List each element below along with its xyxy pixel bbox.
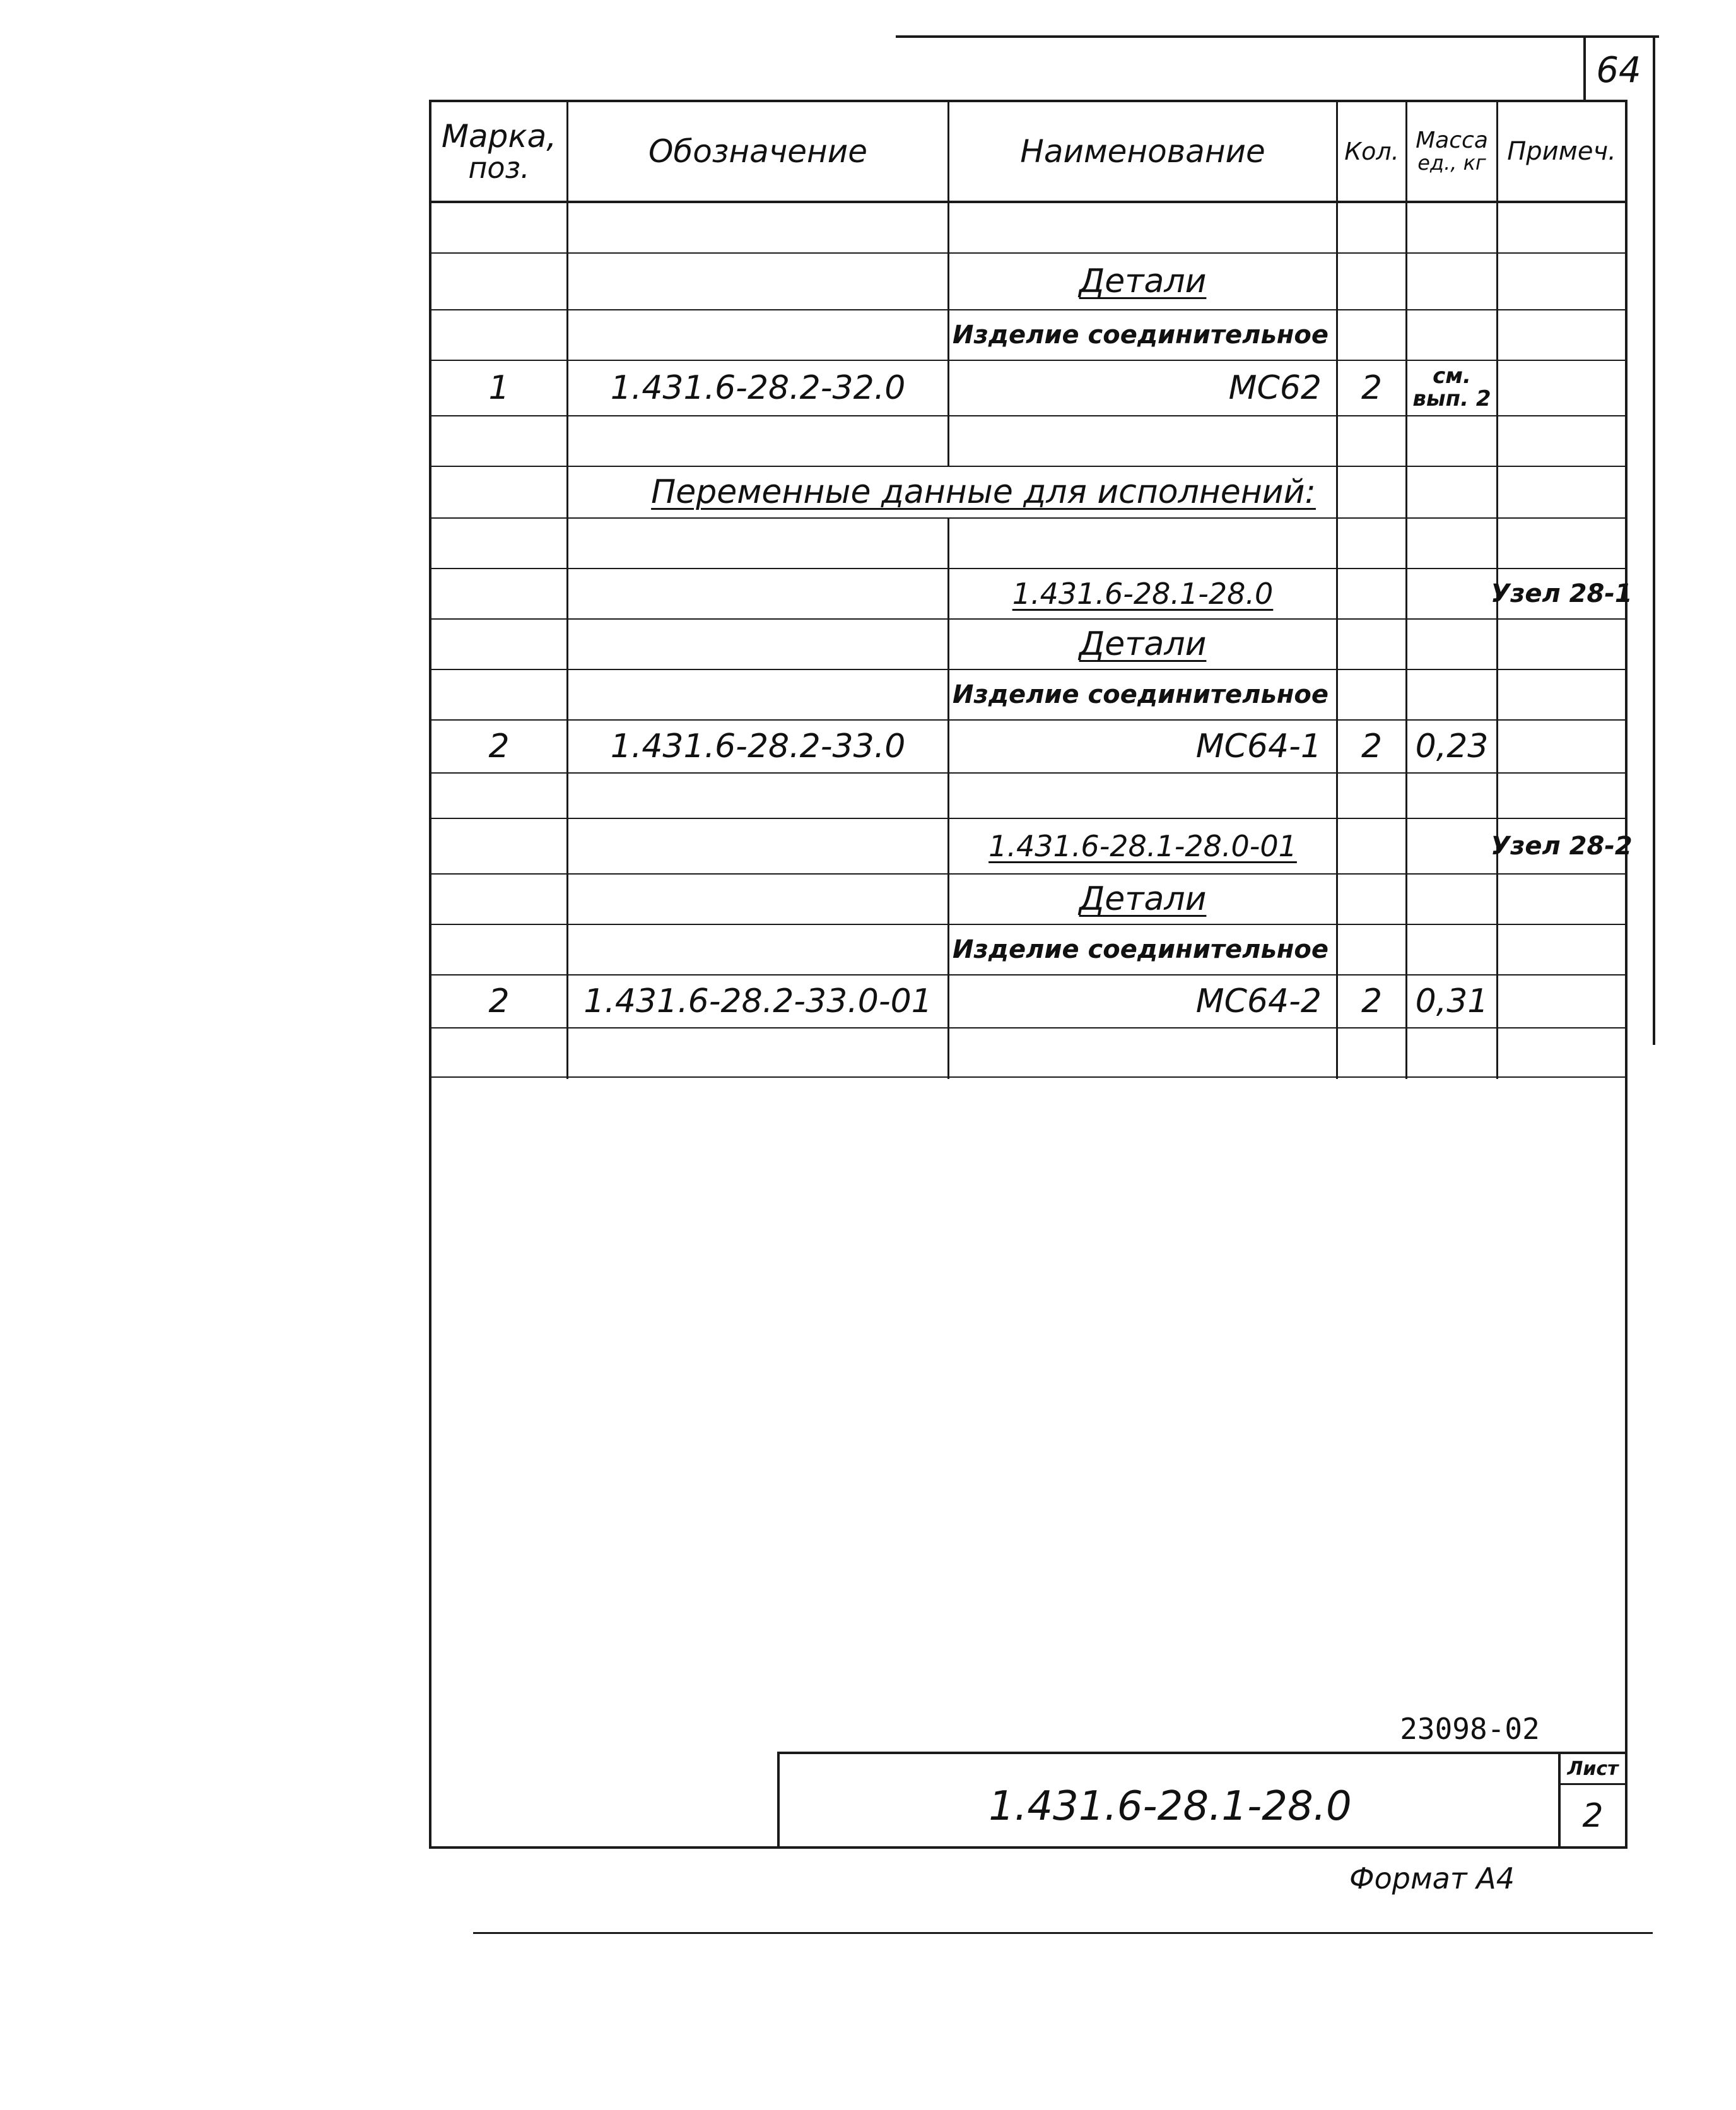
- item-name: МС62: [1228, 369, 1322, 407]
- item-quantity: 2: [1361, 369, 1383, 407]
- header-massa-unit: ед., кг: [1417, 151, 1486, 175]
- section-title-details: Детали: [1079, 880, 1207, 918]
- item-position: 2: [488, 982, 510, 1020]
- sheet-cell-divider: [1558, 1752, 1561, 1849]
- item-designation: 1.431.6-28.2-32.0: [610, 369, 906, 407]
- item-name: МС64-1: [1195, 728, 1322, 765]
- item-position: 1: [488, 369, 510, 407]
- col-line-4: [1405, 101, 1407, 1079]
- document-designation: 1.431.6-28.1-28.0: [988, 1783, 1352, 1830]
- item-designation: 1.431.6-28.2-33.0-01: [584, 982, 932, 1020]
- col-line-3: [1336, 101, 1338, 1079]
- item-mass: см. вып. 2: [1407, 361, 1496, 415]
- table-top-border: [429, 100, 1628, 102]
- section-title-details: Детали: [1079, 262, 1207, 300]
- header-poz-label: поз.: [468, 151, 530, 186]
- item-name: Изделие соединительное: [953, 321, 1328, 350]
- variant-designation: 1.431.6-28.1-28.0: [1012, 577, 1274, 611]
- row-line: [429, 873, 1628, 875]
- row-line: [429, 1076, 1628, 1078]
- item-mass-line1: см.: [1433, 363, 1471, 389]
- row-line: [429, 924, 1628, 925]
- right-margin-line: [1653, 35, 1655, 1045]
- header-kol: Кол.: [1344, 138, 1399, 165]
- variable-data-heading: Переменные данные для исполнений:: [631, 467, 1336, 517]
- header-oboznachenie: Обозначение: [648, 133, 867, 170]
- top-edge-line: [896, 35, 1659, 38]
- row-line: [429, 669, 1628, 670]
- item-quantity: 2: [1361, 728, 1383, 765]
- header-naimenovanie: Наименование: [1020, 133, 1265, 170]
- row-line: [429, 1027, 1628, 1028]
- row-line: [429, 618, 1628, 620]
- row-line: [429, 360, 1628, 361]
- inventory-number: 23098-02: [1400, 1712, 1540, 1746]
- row-line: [429, 415, 1628, 416]
- sheet-label-divider: [1558, 1783, 1628, 1785]
- page-number: 64: [1596, 49, 1641, 91]
- header-primech: Примеч.: [1507, 137, 1616, 166]
- item-mass: 0,23: [1415, 728, 1489, 765]
- item-position: 2: [488, 728, 510, 765]
- title-block-left-line: [777, 1752, 780, 1849]
- table-bottom-border: [429, 1846, 1628, 1849]
- row-line: [429, 719, 1628, 721]
- row-line: [429, 974, 1628, 975]
- col-line-5: [1496, 101, 1498, 1079]
- title-block-top-line: [777, 1752, 1628, 1754]
- col-line-1: [566, 101, 568, 1079]
- bottom-edge-line: [473, 1932, 1653, 1934]
- variant-designation: 1.431.6-28.1-28.0-01: [988, 829, 1297, 863]
- item-quantity: 2: [1361, 982, 1383, 1020]
- item-note: Узел 28-1: [1491, 579, 1633, 608]
- header-marka: Марка, поз.: [431, 102, 566, 201]
- page-number-box-left: [1583, 38, 1586, 101]
- item-name: Изделие соединительное: [953, 935, 1328, 964]
- item-name: МС64-2: [1195, 982, 1322, 1020]
- format-label: Формат А4: [1349, 1861, 1515, 1895]
- header-bottom-line: [429, 201, 1628, 203]
- item-designation: 1.431.6-28.2-33.0: [610, 728, 906, 765]
- header-massa-label: Масса: [1416, 127, 1488, 154]
- section-title-details: Детали: [1079, 625, 1207, 663]
- row-line: [429, 517, 1628, 519]
- col-line-2: [947, 101, 949, 1079]
- sheet-label: Лист: [1567, 1757, 1619, 1780]
- sheet-number: 2: [1582, 1797, 1604, 1835]
- item-name: Изделие соединительное: [953, 680, 1328, 709]
- row-line: [429, 568, 1628, 569]
- row-line: [429, 252, 1628, 254]
- item-mass-line2: вып. 2: [1412, 386, 1491, 411]
- row-line: [429, 818, 1628, 819]
- header-marka-label: Марка,: [441, 117, 557, 155]
- item-note: Узел 28-2: [1491, 832, 1633, 861]
- row-line: [429, 466, 1628, 467]
- row-line: [429, 772, 1628, 774]
- row-line: [429, 309, 1628, 310]
- header-massa: Масса ед., кг: [1407, 102, 1496, 201]
- item-mass: 0,31: [1415, 982, 1489, 1020]
